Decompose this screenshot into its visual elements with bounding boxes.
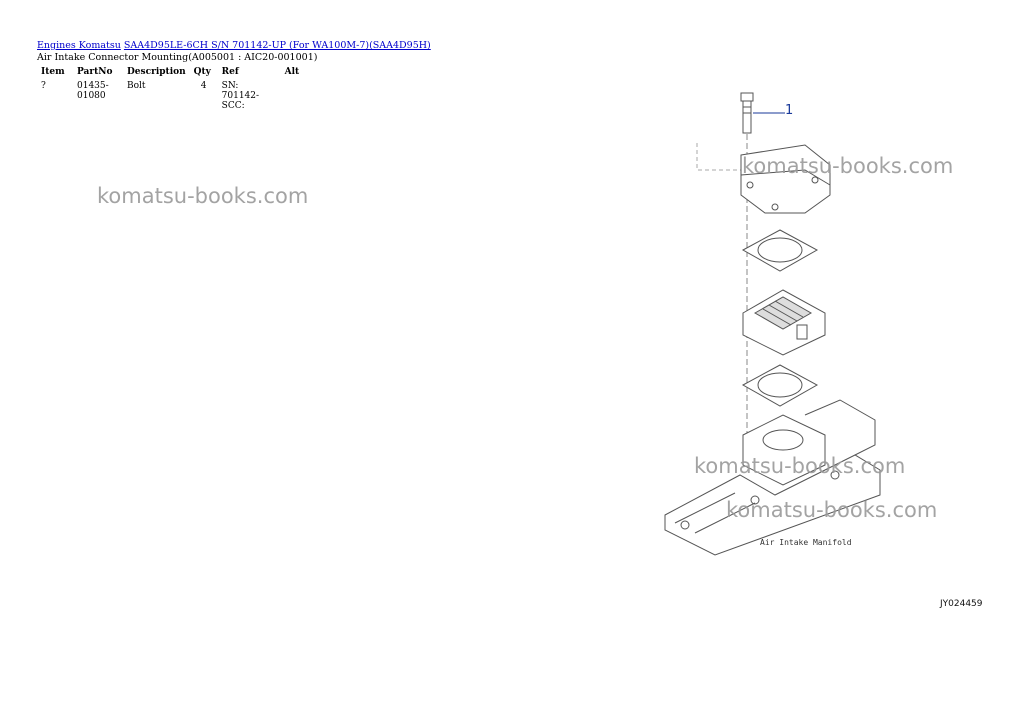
cell-description: Bolt: [127, 81, 146, 91]
cell-qty: 4: [200, 81, 207, 91]
breadcrumb-link-model[interactable]: SAA4D95LE-6CH S/N 701142-UP (For WA100M-…: [123, 40, 431, 51]
header-ref: Ref: [221, 67, 239, 77]
breadcrumb-link-engines[interactable]: Engines Komatsu: [37, 40, 121, 51]
header-partno: PartNo: [77, 67, 113, 77]
header-alt: Alt: [284, 67, 300, 77]
watermark-text: komatsu-books.com: [726, 498, 938, 522]
parts-diagram: Air Intake Manifold: [664, 92, 881, 556]
intake-manifold-part: [664, 399, 881, 556]
table-header-row: Item PartNo Description Qty Ref Alt: [37, 65, 313, 79]
watermark-text: komatsu-books.com: [742, 154, 954, 178]
cell-alt: [281, 79, 313, 113]
watermark-text: komatsu-books.com: [694, 454, 906, 478]
header-description: Description: [127, 67, 186, 77]
diagram-label: Air Intake Manifold: [760, 538, 852, 547]
cell-ref: SN: 701142-SCC:: [221, 81, 260, 111]
cell-item: ?: [41, 81, 46, 91]
header-qty: Qty: [193, 67, 211, 77]
header-item: Item: [41, 67, 65, 77]
elbow-connector-part: [696, 143, 831, 214]
page-subtitle: Air Intake Connector Mounting(A005001 : …: [37, 52, 318, 63]
callout-number: 1: [785, 103, 794, 118]
gasket-upper-part: [741, 229, 819, 272]
watermark-text: komatsu-books.com: [97, 184, 309, 208]
gasket-lower-part: [741, 364, 819, 407]
breadcrumb: Engines Komatsu SAA4D95LE-6CH S/N 701142…: [37, 40, 431, 51]
parts-table: Item PartNo Description Qty Ref Alt ? 01…: [37, 65, 313, 113]
table-row: ? 01435-01080 Bolt 4 SN: 701142-SCC:: [37, 79, 313, 113]
figure-id: JY024459: [940, 599, 983, 609]
cell-partno: 01435-01080: [77, 81, 109, 101]
intake-heater-part: [742, 289, 826, 356]
bolt-part: [740, 92, 785, 134]
